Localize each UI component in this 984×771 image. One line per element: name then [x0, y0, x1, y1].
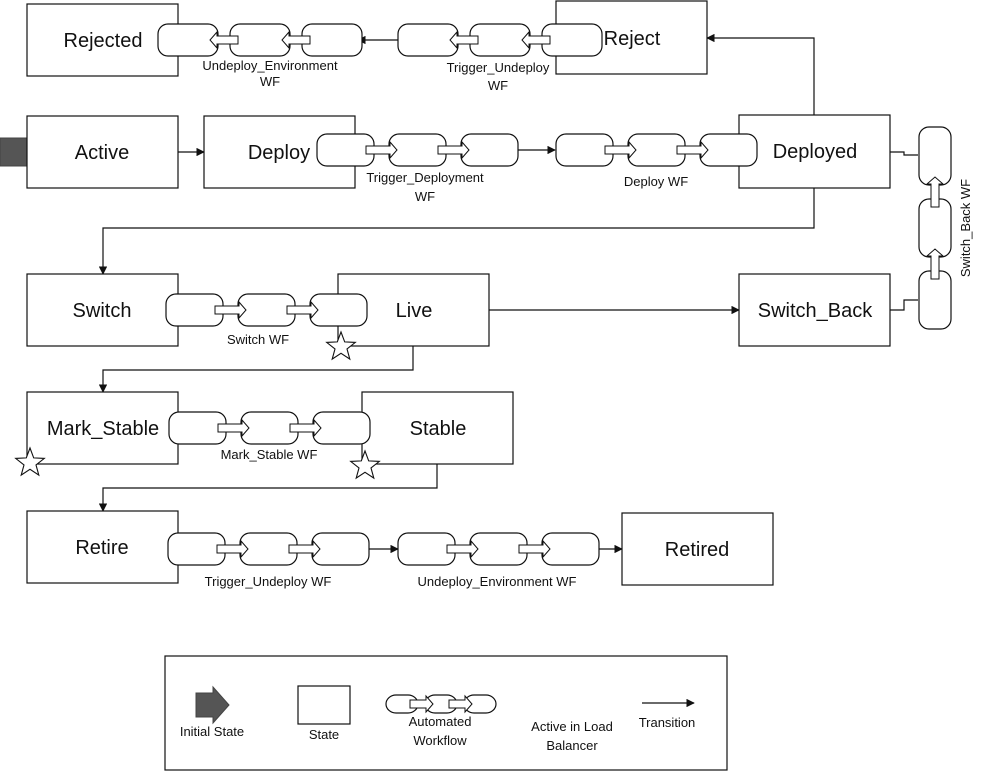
state-label-retire: Retire: [75, 537, 128, 559]
legend-label-workflow-2: Workflow: [413, 733, 467, 748]
workflow-link-arrow-icon: [518, 539, 551, 559]
workflow-link-arrow-icon: [676, 140, 709, 160]
workflow-step: [316, 133, 375, 167]
state-retired: [621, 512, 774, 586]
wf-label-reject-undeploy-env-1: Undeploy_Environment: [202, 58, 338, 73]
transition-deployed-switch: [98, 188, 815, 275]
state-label-deployed: Deployed: [773, 141, 858, 163]
workflow-link-arrow-icon: [286, 300, 319, 320]
wf-label-switch-back: Switch_Back WF: [958, 179, 973, 277]
state-label-active: Active: [75, 142, 129, 164]
workflow-link-arrow-icon: [365, 140, 398, 160]
workflow-step: [541, 23, 603, 57]
workflow-link-arrow-icon: [209, 30, 239, 50]
state-label-rejected: Rejected: [64, 30, 143, 52]
state-retire: [26, 510, 179, 584]
workflow-link-arrow-icon: [925, 176, 945, 208]
workflow-mark-stable: [168, 411, 371, 445]
workflow-switch: [165, 293, 368, 327]
workflow-chains: [157, 23, 952, 566]
workflow-step: [165, 293, 224, 327]
legend-label-workflow-1: Automated: [409, 714, 472, 729]
workflow-link-arrow-icon: [604, 140, 637, 160]
state-label-stable: Stable: [410, 418, 467, 440]
legend-label-state: State: [309, 727, 339, 742]
state-deployed: [738, 114, 891, 189]
state-label-mark-stable: Mark_Stable: [47, 418, 159, 440]
legend-initial-state-icon: [195, 685, 230, 725]
wf-label-retire-trigger-undeploy: Trigger_Undeploy WF: [205, 574, 332, 589]
legend-workflow-chain: [385, 694, 497, 714]
legend-label-initial-state: Initial State: [180, 724, 244, 739]
workflow-link-arrow-icon: [925, 248, 945, 280]
state-label-switch-back: Switch_Back: [758, 300, 873, 322]
workflow-step: [918, 198, 952, 258]
workflow-step: [918, 126, 952, 186]
workflow-step: [168, 411, 227, 445]
wf-label-reject-trigger-undeploy-2: WF: [488, 78, 508, 93]
workflow-reject-undeploy-env: [157, 23, 363, 57]
state-active: [26, 115, 179, 189]
workflow-deploy: [555, 133, 758, 167]
workflow-link-arrow-icon: [281, 30, 311, 50]
state-label-retired: Retired: [665, 539, 729, 561]
workflow-trigger-deployment: [316, 133, 519, 167]
legend-label-transition: Transition: [639, 715, 696, 730]
state-label-deploy: Deploy: [248, 142, 310, 164]
workflow-retire-trigger-undeploy: [167, 532, 370, 566]
workflow-link-arrow-icon: [448, 694, 473, 714]
workflow-link-arrow-icon: [437, 140, 470, 160]
wf-label-reject-trigger-undeploy-1: Trigger_Undeploy: [447, 60, 550, 75]
wf-label-trigger-deployment-1: Trigger_Deployment: [366, 170, 484, 185]
workflow-link-arrow-icon: [446, 539, 479, 559]
transition-live-mark-stable: [98, 346, 414, 393]
workflow-step: [301, 23, 363, 57]
state-label-live: Live: [396, 300, 433, 322]
legend-label-lb-1: Active in Load: [531, 719, 613, 734]
workflow-step: [167, 532, 226, 566]
legend-workflow-icon: [385, 694, 497, 714]
workflow-step: [469, 23, 531, 57]
state-label-switch: Switch: [73, 300, 132, 322]
workflow-step: [229, 23, 291, 57]
workflow-reject-trigger-undeploy: [397, 23, 603, 57]
transition-deployed-reject: [706, 33, 815, 115]
connector-wf-deployed: [890, 151, 918, 156]
star-icon-stable: [349, 449, 381, 480]
workflow-link-arrow-icon: [521, 30, 551, 50]
connector-switch-back-wf: [890, 299, 918, 311]
wf-label-trigger-deployment-2: WF: [415, 189, 435, 204]
workflow-step: [555, 133, 614, 167]
workflow-step: [397, 23, 459, 57]
workflow-link-arrow-icon: [217, 418, 250, 438]
wf-label-mark-stable: Mark_Stable WF: [221, 447, 318, 462]
legend-state-icon: [297, 685, 351, 725]
wf-label-reject-undeploy-env-2: WF: [260, 74, 280, 89]
wf-label-switch: Switch WF: [227, 332, 289, 347]
workflow-link-arrow-icon: [409, 694, 434, 714]
workflow-link-arrow-icon: [289, 418, 322, 438]
star-icon-live: [325, 330, 357, 361]
workflow-step: [918, 270, 952, 330]
workflow-step: [157, 23, 219, 57]
state-switch: [26, 273, 179, 347]
wf-label-deploy: Deploy WF: [624, 174, 688, 189]
workflow-step: [397, 532, 456, 566]
workflow-link-arrow-icon: [288, 539, 321, 559]
workflow-link-arrow-icon: [449, 30, 479, 50]
workflow-link-arrow-icon: [216, 539, 249, 559]
legend-label-lb-2: Balancer: [546, 738, 598, 753]
state-switch-back: [738, 273, 891, 347]
state-rejected: [26, 3, 179, 77]
workflow-retire-undeploy-env: [397, 532, 600, 566]
transition-stable-retire: [98, 464, 438, 512]
star-icon-mark-stable: [14, 446, 46, 477]
workflow-switch-back: [918, 126, 952, 330]
legend: Initial State State Automated Workflow A…: [164, 655, 728, 771]
state-label-reject: Reject: [604, 28, 661, 50]
state-stable: [361, 391, 514, 465]
workflow-link-arrow-icon: [214, 300, 247, 320]
wf-label-retire-undeploy-env: Undeploy_Environment WF: [418, 574, 577, 589]
